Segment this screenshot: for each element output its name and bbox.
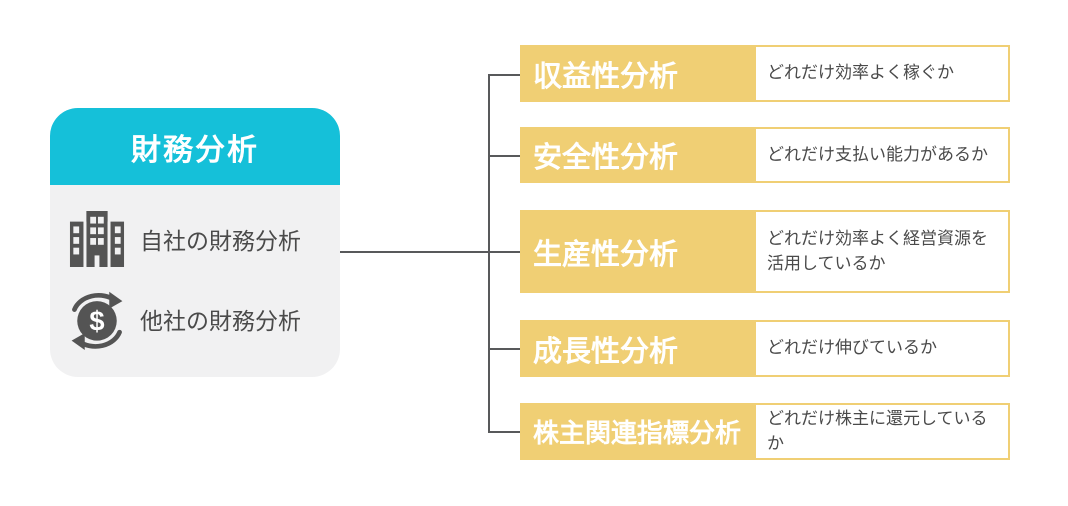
branch-row-shareholder-metrics: 株主関連指標分析 どれだけ株主に還元しているか <box>520 403 1010 460</box>
branch-description: どれだけ伸びているか <box>754 320 1010 377</box>
branch-row-profitability: 収益性分析 どれだけ効率よく稼ぐか <box>520 45 1010 102</box>
connector-branch-5 <box>488 431 522 433</box>
branch-label: 安全性分析 <box>533 142 679 174</box>
branch-description: どれだけ支払い能力があるか <box>754 127 1010 183</box>
branch-row-growth: 成長性分析 どれだけ伸びているか <box>520 320 1010 377</box>
branch-description: どれだけ効率よく経営資源を活用しているか <box>754 210 1010 293</box>
connector-branch-1 <box>488 74 522 76</box>
root-item-other-company: $ 他社の財務分析 <box>62 279 330 359</box>
branch-label: 生産性分析 <box>533 238 679 271</box>
root-item-own-company: 自社の財務分析 <box>62 199 330 279</box>
connector-branch-4 <box>488 348 522 350</box>
root-panel-body: 自社の財務分析 $ 他社の財務分析 <box>50 185 340 359</box>
root-panel-header: 財務分析 <box>50 108 340 185</box>
connector-root-to-tree <box>340 251 522 253</box>
branch-row-safety: 安全性分析 どれだけ支払い能力があるか <box>520 127 1010 183</box>
root-panel: 財務分析 <box>50 108 340 377</box>
branch-description: どれだけ株主に還元しているか <box>754 403 1010 460</box>
connector-branch-2 <box>488 155 522 157</box>
branch-label: 収益性分析 <box>533 60 679 93</box>
money-cycle-icon: $ <box>62 286 132 352</box>
branch-label: 株主関連指標分析 <box>533 418 742 448</box>
root-item-label: 他社の財務分析 <box>140 308 301 334</box>
branch-label: 成長性分析 <box>533 335 679 368</box>
branch-row-productivity: 生産性分析 どれだけ効率よく経営資源を活用しているか <box>520 210 1010 293</box>
connector-vertical-spine <box>488 74 490 433</box>
root-title: 財務分析 <box>131 133 259 167</box>
branch-description: どれだけ効率よく稼ぐか <box>754 45 1010 102</box>
root-item-label: 自社の財務分析 <box>140 228 301 254</box>
building-icon <box>62 211 132 267</box>
svg-text:$: $ <box>89 305 104 336</box>
